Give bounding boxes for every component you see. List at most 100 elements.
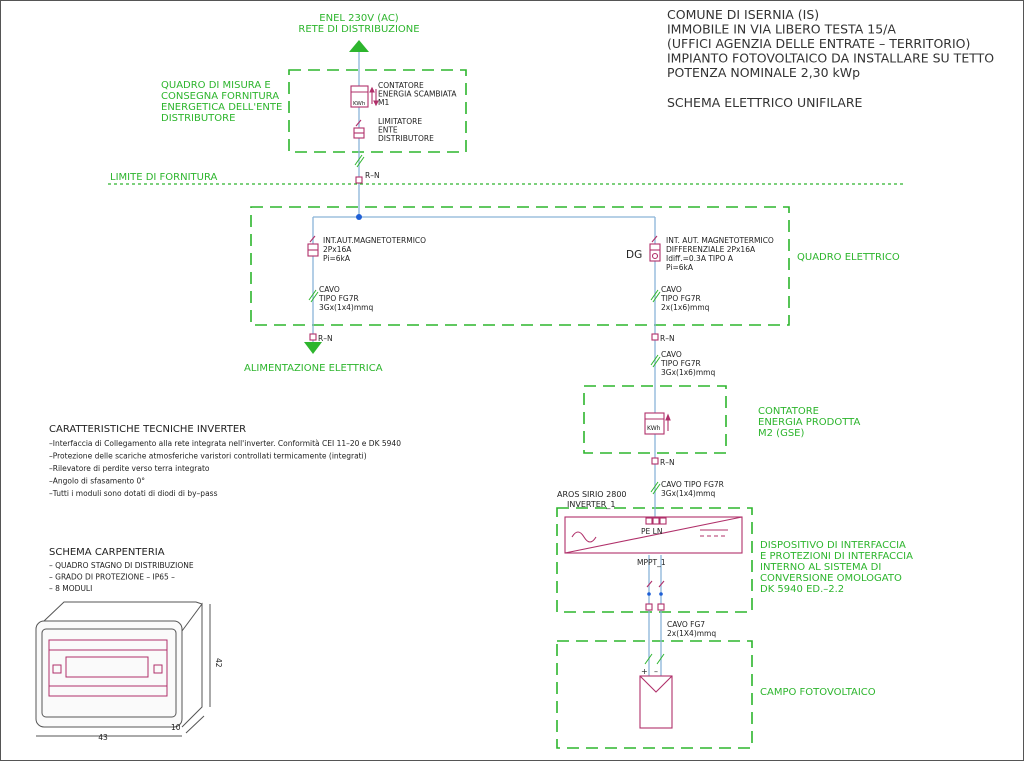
pv-module-icon	[639, 675, 673, 729]
inverter-name: INVERTER_1	[567, 500, 615, 509]
carpenteria-item: – GRADO DI PROTEZIONE – IP65 –	[49, 573, 175, 582]
alimentazione-label: ALIMENTAZIONE ELETTRICA	[244, 363, 383, 374]
limiter-icon	[353, 119, 365, 139]
rn-label-2: R–N	[318, 334, 333, 343]
breaker-dg-label-line: DIFFERENZIALE 2Px16A	[666, 245, 756, 254]
caratteristiche-item: –Interfaccia di Collegamento alla rete i…	[49, 439, 401, 448]
cable-left-label-line: 3Gx(1x4)mmq	[319, 303, 373, 312]
title-text: COMUNE DI ISERNIA (IS)IMMOBILE IN VIA LI…	[667, 7, 994, 80]
box-campo-fotovoltaico	[556, 640, 753, 749]
title-block: COMUNE DI ISERNIA (IS)IMMOBILE IN VIA LI…	[667, 7, 994, 110]
interfaccia-label-line: INTERNO AL SISTEMA DI	[760, 562, 881, 573]
cable-left-label-line: TIPO FG7R	[318, 294, 359, 303]
quadro-misura-label-line: CONSEGNA FORNITURA	[161, 91, 279, 102]
kwh-label-m2: KWh	[647, 425, 661, 432]
box-contatore-m2	[583, 385, 727, 454]
rn-label-3: R–N	[660, 334, 675, 343]
meter-m1-icon	[350, 85, 379, 108]
mppt-node-plus	[647, 592, 651, 596]
cable-m2-label-line: TIPO FG7R	[660, 359, 701, 368]
contatore-m2-label-line: M2 (GSE)	[758, 428, 804, 439]
subtitle: SCHEMA ELETTRICO UNIFILARE	[667, 95, 863, 110]
grid-label-1: ENEL 230V (AC)	[319, 13, 399, 24]
carpenteria-item: – 8 MODULI	[49, 584, 92, 593]
limiter-label-line: LIMITATORE	[378, 117, 422, 126]
terminal-markers	[309, 176, 665, 611]
limite-fornitura-label: LIMITE DI FORNITURA	[110, 172, 218, 183]
kwh-label-m1: KWh	[353, 101, 366, 107]
title-text-line: POTENZA NOMINALE 2,30 kWp	[667, 65, 860, 80]
meter-m2-icon	[644, 412, 671, 435]
interfaccia-label-line: E PROTEZIONI DI INTERFACCIA	[760, 551, 913, 562]
quadro-misura-label-line: ENERGETICA DELL'ENTE	[161, 102, 282, 113]
breaker-dg-label-line: Pi=6kA	[666, 263, 694, 272]
inverter-model: AROS SIRIO 2800	[557, 490, 627, 499]
dg-label: DG	[626, 249, 642, 261]
mppt-label: MPPT_1	[637, 558, 666, 567]
contatore-m2-label-line: CONTATORE	[758, 406, 819, 417]
junction-node	[356, 214, 362, 220]
meter-m1-label-line: ENERGIA SCAMBIATA	[378, 90, 457, 99]
breaker-dg-icon	[649, 235, 661, 262]
title-text-line: IMPIANTO FOTOVOLTAICO DA INSTALLARE SU T…	[667, 51, 994, 66]
interfaccia-label-line: DISPOSITIVO DI INTERFACCIA	[760, 540, 906, 551]
breaker-dg-label-line: INT. AUT. MAGNETOTERMICO	[666, 236, 774, 245]
cable-ticks	[308, 154, 665, 665]
interfaccia-label-line: DK 5940 ED.–2.2	[760, 584, 844, 595]
cable-pv-label-line: CAVO FG7	[667, 620, 705, 629]
breaker-left-icon	[307, 235, 319, 257]
cable-inverter-label-line: 3Gx(1x4)mmq	[661, 489, 715, 498]
inverter-icon	[564, 516, 743, 554]
meter-m1-label-line: CONTATORE	[378, 81, 424, 90]
dim-height: 42	[214, 658, 223, 668]
rn-label-1: R–N	[365, 171, 380, 180]
cable-right-label-line: TIPO FG7R	[660, 294, 701, 303]
title-text-line: IMMOBILE IN VIA LIBERO TESTA 15/A	[667, 22, 896, 37]
limiter-label-line: ENTE	[378, 126, 398, 135]
breaker-dg-label-line: Idiff.=0.3A TIPO A	[666, 254, 734, 263]
caratteristiche-item: –Tutti i moduli sono dotati di diodi di …	[49, 489, 218, 498]
cable-pv-label-line: 2x(1X4)mmq	[667, 629, 716, 638]
inverter-terminals: PE LN	[641, 527, 662, 536]
dim-width: 43	[98, 733, 108, 742]
carpenteria-title: SCHEMA CARPENTERIA	[49, 547, 165, 558]
title-text-line: (UFFICI AGENZIA DELLE ENTRATE – TERRITOR…	[667, 36, 970, 51]
caratteristiche-title: CARATTERISTICHE TECNICHE INVERTER	[49, 424, 246, 435]
breaker-left-label-line: 2Px16A	[323, 245, 352, 254]
limiter-label-line: DISTRIBUTORE	[378, 134, 434, 143]
carpenteria-item: – QUADRO STAGNO DI DISTRIBUZIONE	[49, 561, 194, 570]
enclosure-drawing	[35, 601, 211, 737]
contatore-m2-label-line: ENERGIA PRODOTTA	[758, 417, 860, 428]
cable-inverter-label-line: CAVO TIPO FG7R	[661, 480, 724, 489]
quadro-misura-label-line: QUADRO DI MISURA E	[161, 80, 271, 91]
mppt-node-minus	[659, 592, 663, 596]
interfaccia-label-line: CONVERSIONE OMOLOGATO	[760, 573, 902, 584]
caratteristiche-item: –Protezione delle scariche atmosferiche …	[49, 452, 367, 461]
load-arrow-icon	[304, 342, 322, 354]
pv-plus: +	[641, 667, 648, 676]
rn-label-4: R–N	[660, 458, 675, 467]
quadro-misura-label-line: DISTRIBUTORE	[161, 113, 235, 124]
meter-m1-label-line: M1	[378, 98, 389, 107]
box-quadro-elettrico	[250, 206, 790, 326]
campo-label: CAMPO FOTOVOLTAICO	[760, 687, 876, 698]
grid-arrow-icon	[349, 40, 369, 52]
grid-label-2: RETE DI DISTRIBUZIONE	[298, 24, 419, 35]
dim-depth: 10	[171, 723, 181, 732]
caratteristiche-item: –Angolo di sfasamento 0°	[49, 477, 145, 486]
cable-right-label-line: 2x(1x6)mmq	[661, 303, 710, 312]
box-quadro-misura	[288, 69, 467, 153]
breaker-left-label-line: Pi=6kA	[323, 254, 351, 263]
pv-minus: –	[654, 667, 658, 676]
